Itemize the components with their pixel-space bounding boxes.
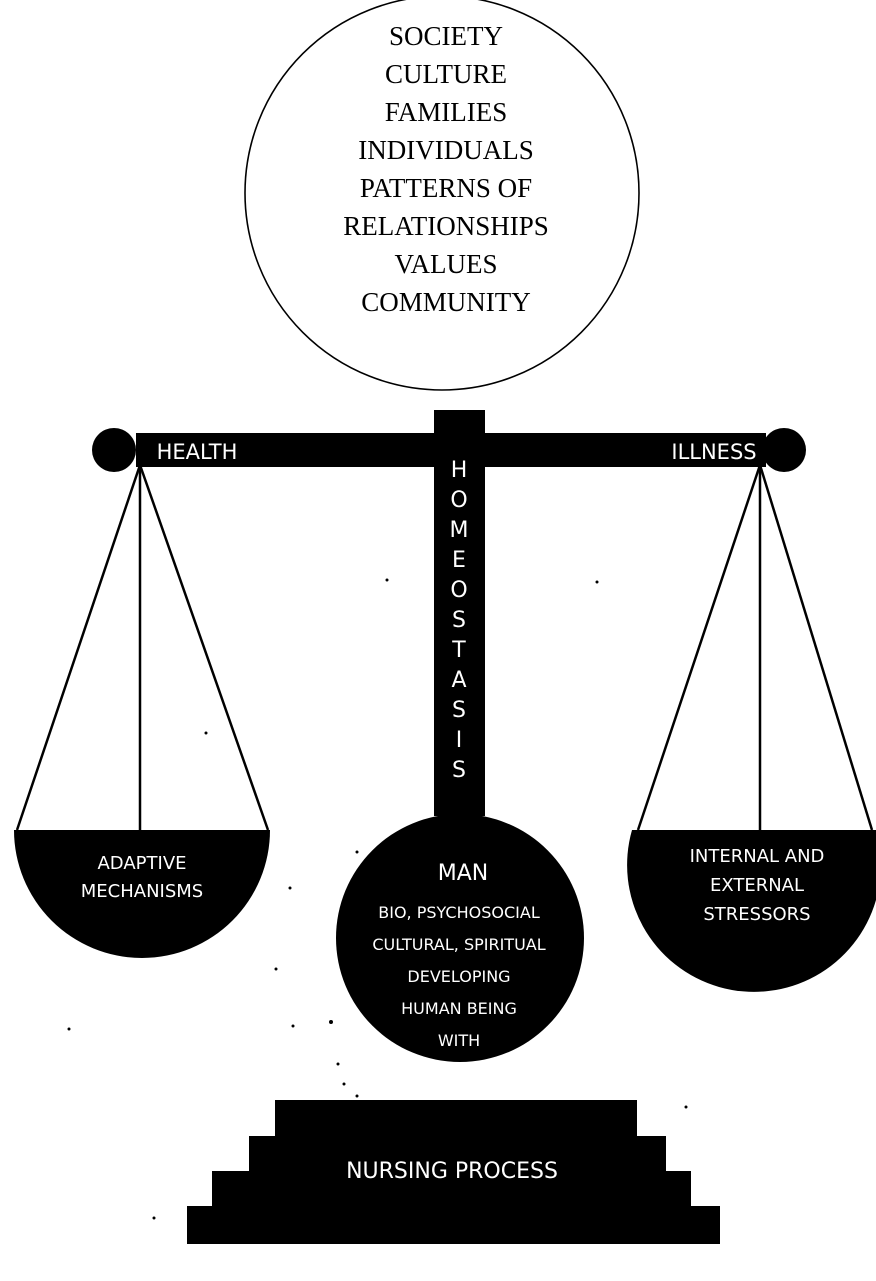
pillar-letter-1: H [451,458,468,483]
speck [329,1020,333,1024]
homeostasis-pillar: H O M E O S T A S I S [434,410,485,816]
man-circle-group: MAN BIO, PSYCHOSOCIAL CULTURAL, SPIRITUA… [336,814,584,1082]
pillar-letter-6: S [452,608,466,633]
man-line-2: CULTURAL, SPIRITUAL [372,935,545,954]
circle-line-community: COMMUNITY [361,287,531,317]
speck [385,578,389,582]
speck [204,731,208,735]
pillar-letter-8: A [451,668,466,693]
man-line-6: HUMAN NEEDS [399,1063,519,1082]
left-pan-line-2: MECHANISMS [81,881,203,902]
context-circle: SOCIETY CULTURE FAMILIES INDIVIDUALS PAT… [244,0,640,391]
pillar-letter-7: T [451,638,466,663]
man-circle [336,814,584,1062]
circle-line-families: FAMILIES [385,97,508,127]
right-pan-line-1: INTERNAL AND [690,846,825,867]
pillar-letter-3: M [450,518,469,543]
man-line-4: HUMAN BEING [401,999,517,1018]
circle-line-patterns-of: PATTERNS OF [360,173,532,203]
circle-line-individuals: INDIVIDUALS [358,135,533,165]
speck [67,1027,71,1031]
speck [291,1024,295,1028]
pillar-letter-2: O [450,488,467,513]
right-pan [627,830,876,992]
speck [274,967,278,971]
speck [342,1082,346,1086]
beam-label-illness: ILLNESS [671,440,756,464]
left-pan [14,830,270,958]
speck [355,850,359,854]
circle-line-relationships: RELATIONSHIPS [343,211,549,241]
context-circle-outline [244,0,640,391]
left-pan-line-1: ADAPTIVE [97,853,186,874]
circle-line-values: VALUES [394,249,497,279]
speck [336,1062,340,1066]
speck [684,1105,688,1109]
circle-line-culture: CULTURE [385,59,507,89]
beam-right-knob [762,428,806,472]
nursing-process-label: NURSING PROCESS [346,1159,558,1184]
nursing-process-base: NURSING PROCESS [187,1100,720,1244]
man-line-5: WITH [438,1031,480,1050]
man-line-1: BIO, PSYCHOSOCIAL [378,903,540,922]
pillar-letter-10: I [456,728,463,753]
stair-base-shape [187,1100,720,1244]
pillar-letter-11: S [452,758,466,783]
right-pan-line-3: STRESSORS [703,904,810,925]
print-specks [36,578,688,1220]
pillar-letter-9: S [452,698,466,723]
scale-beam: HEALTH ILLNESS [92,428,806,472]
man-title: MAN [438,861,489,886]
left-pan-assembly: ADAPTIVE MECHANISMS [14,464,270,958]
left-string-outer [15,464,142,831]
circle-line-society: SOCIETY [389,21,503,51]
beam-label-health: HEALTH [157,440,238,464]
speck [595,580,599,584]
right-string-outer [758,464,874,831]
speck [152,1216,156,1220]
pillar-bar [434,410,485,816]
man-line-3: DEVELOPING [407,967,510,986]
speck [36,864,40,868]
pillar-letter-4: E [452,548,466,573]
speck [288,886,292,890]
left-string-inner [138,464,270,831]
right-pan-assembly: INTERNAL AND EXTERNAL STRESSORS [627,464,876,992]
speck [355,1094,359,1098]
right-pan-line-2: EXTERNAL [710,875,804,896]
beam-left-knob [92,428,136,472]
pillar-letter-5: O [450,578,467,603]
right-string-inner [636,464,762,831]
